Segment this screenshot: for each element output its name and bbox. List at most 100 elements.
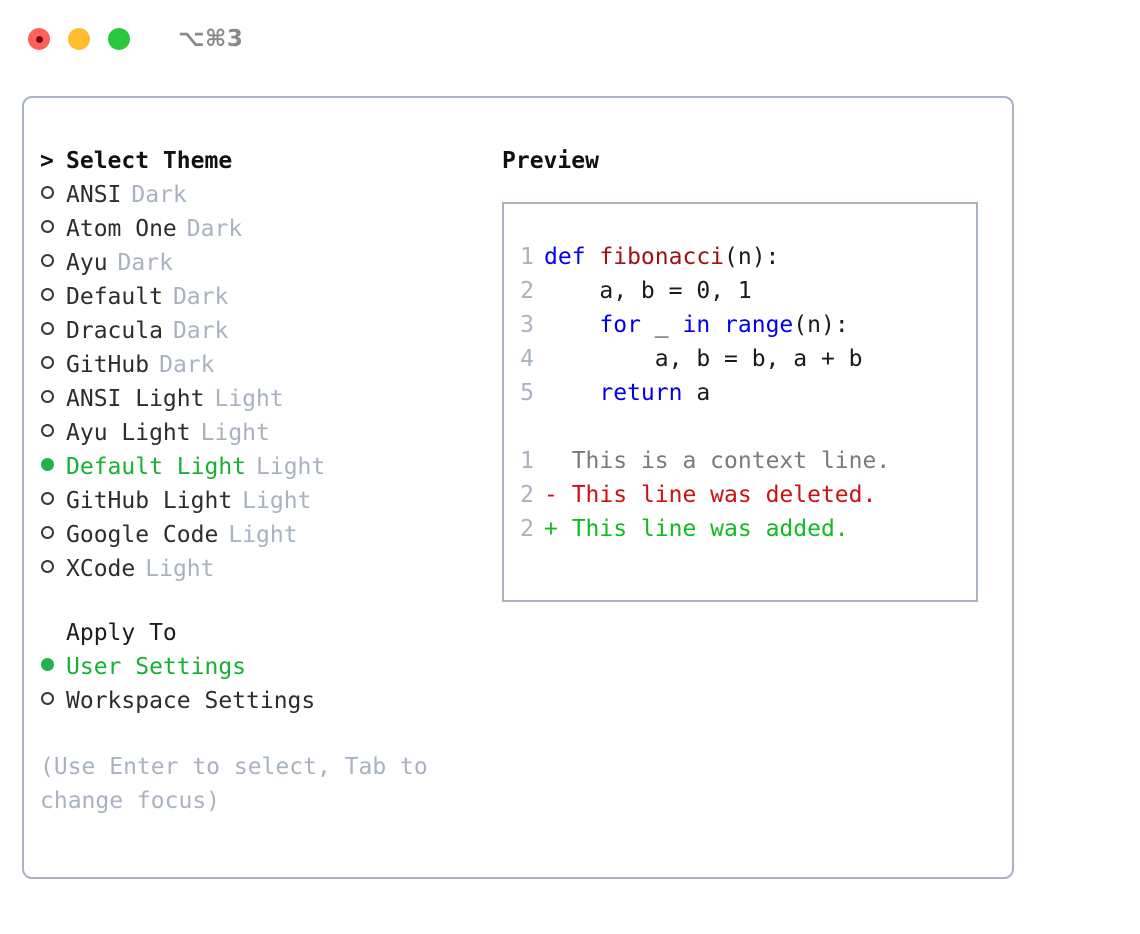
theme-name-label: GitHub — [66, 352, 150, 378]
theme-variant-label: Dark — [186, 216, 243, 242]
theme-radio-marker — [40, 552, 66, 586]
theme-name-label: ANSI — [66, 182, 122, 208]
code-line-number: 4 — [520, 346, 534, 372]
diff-line-text: This line was deleted. — [571, 482, 877, 508]
apply-to-option[interactable]: User Settings — [40, 650, 490, 684]
diff-sign: - — [544, 482, 572, 508]
theme-name-label: Default — [66, 284, 163, 310]
theme-name-label: Google Code — [66, 522, 219, 548]
code-line: 2 a, b = 0, 1 — [504, 274, 976, 308]
window-controls — [28, 28, 130, 50]
code-line: 3 for _ in range(n): — [504, 308, 976, 342]
theme-radio-marker — [40, 348, 66, 382]
theme-list-item[interactable]: GitHub Light Light — [40, 484, 490, 518]
code-token-pl: a, b = 0, 1 — [544, 278, 752, 304]
minimize-window-button[interactable] — [68, 28, 90, 50]
theme-list-item[interactable]: GitHub Dark — [40, 348, 490, 382]
theme-radio-unselected-bullet-icon — [41, 424, 54, 437]
section-spacer — [40, 586, 490, 616]
diff-line: 2+ This line was added. — [504, 512, 976, 546]
theme-radio-marker — [40, 382, 66, 416]
code-token-fn: fibonacci — [599, 244, 725, 270]
theme-variant-label: Dark — [117, 250, 173, 276]
apply-to-option[interactable]: Workspace Settings — [40, 684, 490, 718]
theme-radio-selected-bullet-icon — [41, 458, 54, 471]
diff-sign — [544, 444, 572, 478]
theme-radio-unselected-bullet-icon — [41, 322, 54, 335]
title-bar: ⌥⌘3 — [0, 0, 1140, 78]
theme-variant-label: Dark — [159, 352, 215, 378]
theme-list-item[interactable]: ANSI Dark — [40, 178, 490, 212]
close-window-button[interactable] — [28, 28, 50, 50]
maximize-window-button[interactable] — [108, 28, 130, 50]
theme-list-item[interactable]: Google Code Light — [40, 518, 490, 552]
theme-radio-unselected-bullet-icon — [41, 492, 54, 505]
theme-variant-label: Light — [242, 488, 312, 514]
code-token-kw: return — [599, 380, 683, 406]
theme-radio-unselected-bullet-icon — [41, 186, 54, 199]
code-line-number: 2 — [520, 278, 534, 304]
hint-spacer — [40, 718, 490, 750]
theme-radio-unselected-bullet-icon — [41, 220, 54, 233]
code-line-number: 3 — [520, 312, 534, 338]
apply-radio-unselected-bullet-icon — [41, 692, 54, 705]
diff-line-number: 1 — [520, 448, 534, 474]
theme-radio-marker — [40, 314, 66, 348]
keyboard-shortcut-label: ⌥⌘3 — [178, 26, 244, 52]
theme-name-label: Ayu Light — [66, 420, 191, 446]
code-token-pl — [710, 312, 724, 338]
diff-line: 2- This line was deleted. — [504, 478, 976, 512]
theme-radio-marker — [40, 416, 66, 450]
code-token-pl: (n): — [793, 312, 849, 338]
theme-list-item[interactable]: XCode Light — [40, 552, 490, 586]
code-diff-separator — [504, 410, 976, 444]
theme-variant-label: Light — [228, 522, 298, 548]
theme-list-item[interactable]: Ayu Light Light — [40, 416, 490, 450]
code-line-text: for _ in range(n): — [544, 308, 849, 342]
diff-line-text: This is a context line. — [571, 448, 891, 474]
theme-variant-label: Light — [145, 556, 215, 582]
apply-to-option-label: Workspace Settings — [66, 688, 316, 714]
theme-name-label: XCode — [66, 556, 136, 582]
code-line-text: a, b = b, a + b — [544, 342, 863, 376]
theme-variant-label: Dark — [131, 182, 187, 208]
code-line-text: a, b = 0, 1 — [544, 274, 752, 308]
theme-name-label: GitHub Light — [66, 488, 233, 514]
theme-variant-label: Light — [256, 454, 326, 480]
code-line-text: def fibonacci(n): — [544, 240, 779, 274]
theme-radio-marker — [40, 484, 66, 518]
code-token-pl: (n): — [724, 244, 780, 270]
theme-radio-unselected-bullet-icon — [41, 560, 54, 573]
theme-radio-marker — [40, 280, 66, 314]
theme-radio-marker — [40, 246, 66, 280]
select-theme-header-label: Select Theme — [66, 148, 233, 174]
theme-radio-unselected-bullet-icon — [41, 288, 54, 301]
theme-variant-label: Light — [200, 420, 270, 446]
theme-radio-unselected-bullet-icon — [41, 254, 54, 267]
diff-line-text: This line was added. — [571, 516, 849, 542]
code-line: 4 a, b = b, a + b — [504, 342, 976, 376]
diff-sample: 1 This is a context line.2- This line wa… — [504, 444, 976, 546]
apply-to-heading: Apply To — [66, 620, 177, 646]
code-token-kw: in — [682, 312, 711, 338]
keyboard-hint-text: (Use Enter to select, Tab to change focu… — [40, 754, 442, 814]
code-line-text: return a — [544, 376, 710, 410]
theme-name-label: ANSI Light — [66, 386, 205, 412]
diff-line: 1 This is a context line. — [504, 444, 976, 478]
theme-radio-marker — [40, 212, 66, 246]
code-token-kw: for — [599, 312, 641, 338]
prompt-caret-icon: > — [40, 148, 54, 174]
